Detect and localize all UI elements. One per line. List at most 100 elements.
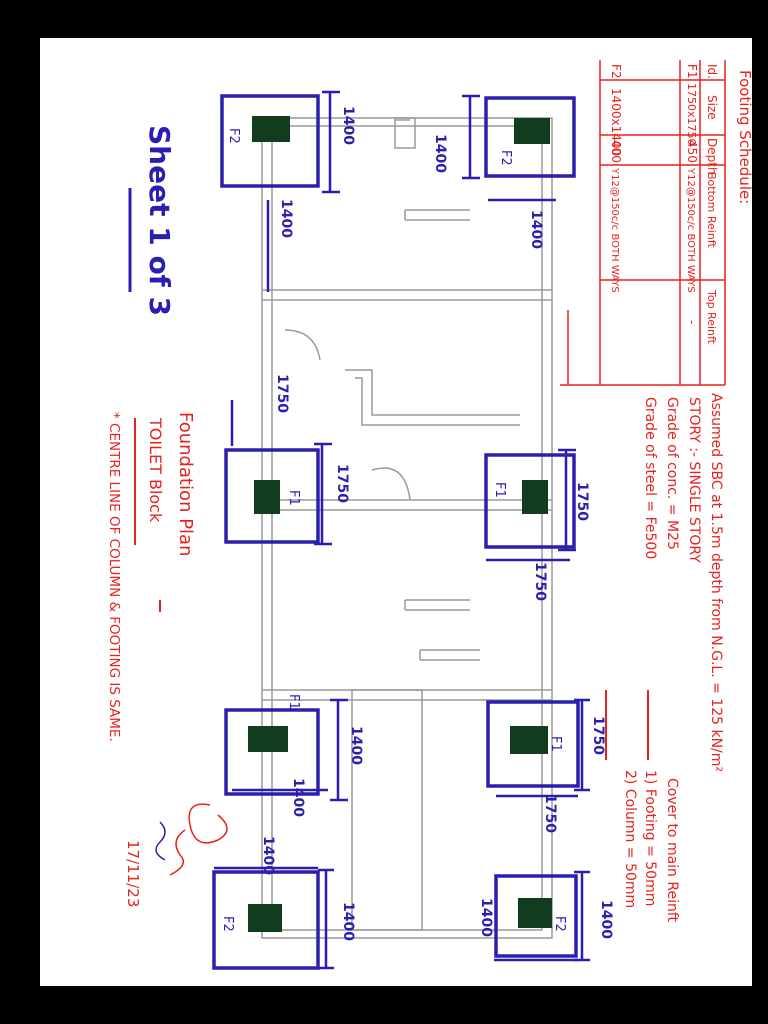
dim-text: 1400 — [278, 199, 294, 238]
passage-wall — [355, 377, 520, 426]
plan-subtitle: TOILET Block — [146, 417, 165, 523]
centre-line-note: * CENTRE LINE OF COLUMN & FOOTING IS SAM… — [106, 412, 122, 742]
column — [514, 118, 550, 144]
footing-outline — [494, 874, 578, 958]
wall-outlines — [261, 117, 553, 939]
dim-text: 1750 — [542, 794, 558, 833]
footing-label: F2 — [220, 916, 235, 932]
cover-footing: 1) Footing = 50mm — [642, 770, 658, 906]
schedule-cell: - — [685, 320, 699, 324]
schedule-cell: 1400x1400 — [609, 88, 623, 156]
schedule-header-depth: Depth — [705, 138, 719, 175]
footing-outline — [224, 448, 320, 544]
footing-label: F2 — [552, 916, 567, 932]
footing-label: F2 — [226, 128, 241, 144]
dim-line — [322, 90, 340, 194]
schedule-cell: 450 — [685, 140, 699, 163]
column — [518, 898, 552, 928]
paper — [40, 38, 752, 986]
schedule-line — [567, 60, 726, 385]
story: STORY :- SINGLE STORY — [686, 397, 702, 563]
wc-cubicle — [404, 209, 470, 221]
dim-text: 1400 — [478, 898, 494, 937]
schedule-text: Id. Size Depth Bottom Reinft Top Reinft … — [609, 64, 719, 345]
footing-label: F1 — [492, 482, 507, 498]
footing-outline — [224, 708, 320, 796]
column — [510, 726, 548, 754]
dim-text: 1400 — [260, 836, 276, 875]
footing-f1-mid-right: F1 — [484, 453, 576, 549]
schedule-grid — [560, 60, 726, 386]
plan-title: Foundation Plan — [175, 412, 196, 557]
schedule-cell: 400 — [609, 140, 623, 163]
dim-text: 1400 — [598, 900, 614, 939]
signature — [155, 821, 166, 861]
dim-line — [314, 442, 332, 546]
column — [248, 904, 282, 932]
footing-f2-bottom-right: F2 — [494, 874, 578, 958]
cover-title: Cover to main Reinft — [664, 778, 680, 923]
shaft — [394, 117, 416, 149]
grade-concrete: Grade of conc. = M25 — [664, 397, 680, 550]
schedule-header-id: Id. — [705, 64, 719, 79]
footing-label: F2 — [498, 150, 513, 166]
schedule-cell: F1 — [685, 64, 699, 79]
column — [252, 116, 290, 142]
passage-wall — [345, 369, 520, 416]
dim-line — [462, 94, 480, 180]
dim-text: 1400 — [290, 778, 306, 817]
dim-text: 1400 — [528, 210, 544, 249]
footings: F2 F2 F1 F1 F1 F1 F2 — [212, 94, 580, 970]
dim-text: 1400 — [432, 134, 448, 173]
dim-line — [318, 868, 334, 970]
dim-line — [330, 698, 348, 802]
column — [254, 480, 280, 514]
footing-outline — [220, 94, 320, 188]
signature-mark — [169, 803, 228, 876]
footing-f1-mid-left: F1 — [224, 448, 320, 544]
footing-label: F1 — [286, 694, 301, 710]
footing-outline — [484, 453, 576, 549]
wc-cubicle — [419, 649, 480, 661]
footing-f2-bottom-left: F2 — [212, 870, 320, 970]
schedule-title: Footing Schedule: — [736, 70, 754, 204]
annex-wall — [351, 689, 423, 931]
cover-column: 2) Column = 50mm — [622, 770, 638, 908]
footing-outline — [484, 96, 576, 178]
schedule-cell: F2 — [609, 64, 623, 79]
dim-text: 1400 — [340, 902, 356, 941]
footing-label: F1 — [286, 490, 301, 506]
footing-f1-lower-right: F1 — [486, 700, 580, 788]
footing-schedule: Footing Schedule: Id. Size Depth Bottom … — [560, 60, 754, 386]
schedule-cell: 1750x1750 — [685, 83, 698, 146]
plan-notes: Foundation Plan TOILET Block * CENTRE LI… — [106, 393, 724, 923]
column — [248, 726, 288, 752]
dim-text: 1400 — [340, 106, 356, 145]
schedule-line — [560, 79, 725, 386]
column — [522, 480, 548, 514]
dimension-texts: 1400 1400 1400 1400 1750 1750 1750 1750 … — [260, 106, 614, 941]
assumed-sbc: Assumed SBC at 1.5m depth from N.G.L. = … — [708, 393, 724, 772]
dimension-lines — [214, 90, 590, 970]
dim-text: 1750 — [274, 374, 290, 413]
dim-text: 1400 — [348, 726, 364, 765]
footing-f1-lower-left: F1 — [224, 694, 320, 796]
door-swing — [371, 467, 411, 501]
sheet-label: Sheet 1 of 3 — [143, 125, 176, 316]
dim-text: 1750 — [574, 482, 590, 521]
dim-text: 1750 — [334, 464, 350, 503]
footing-f2-top-left: F2 — [220, 94, 320, 188]
footing-f2-top-right: F2 — [484, 96, 576, 178]
footing-outline — [212, 870, 320, 970]
grade-steel: Grade of steel = Fe500 — [642, 397, 658, 559]
dim-line — [558, 448, 576, 552]
footing-outline — [486, 700, 580, 788]
dim-text: 1750 — [590, 716, 606, 755]
wc-cubicle — [404, 599, 470, 611]
door-swing — [284, 329, 321, 361]
schedule-header-top: Top Reinft — [705, 289, 718, 345]
dim-line — [574, 698, 590, 792]
schedule-cell: Y12@150c/c BOTH WAYS — [609, 167, 620, 293]
footing-label: F1 — [548, 736, 563, 752]
